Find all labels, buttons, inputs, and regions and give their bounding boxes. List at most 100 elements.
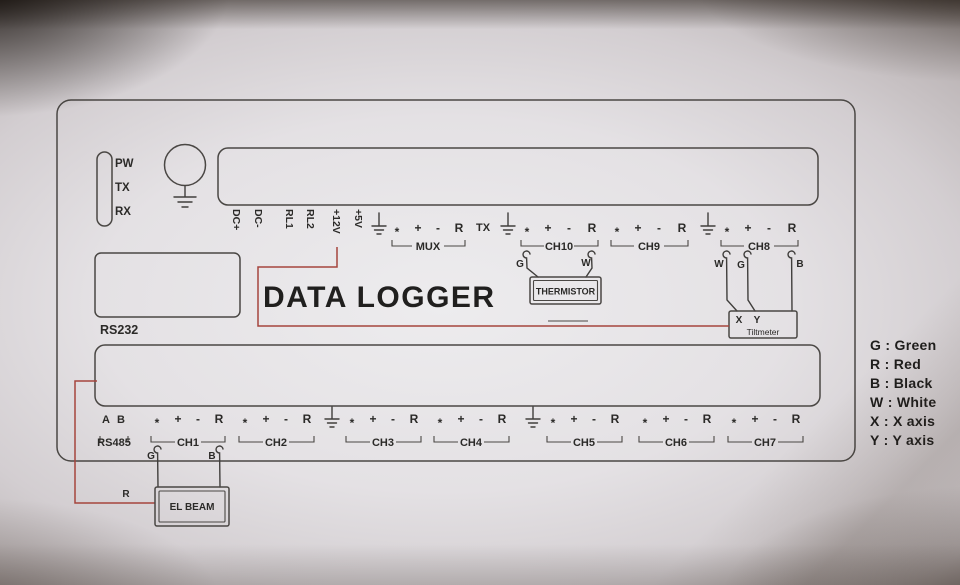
pin-label: - [391,412,395,426]
wire-red-to-el-beam [74,380,155,504]
legend-item-black: B : Black [870,375,933,391]
wire-tag-black: B [796,259,803,270]
group-bracket-ch2 [238,436,315,443]
pin-label: * [395,225,400,239]
el-beam-box-inner [158,490,226,523]
tx-pin-label: TX [476,222,491,234]
power-pin-dc-plus: DC+ [230,209,242,230]
power-pin-12v: +12V [330,209,342,234]
tiltmeter-y-axis-label: Y [754,315,761,326]
pin-label: R [788,221,797,235]
group-bracket-ch4 [433,436,510,443]
group-label-mux: MUX [416,241,441,253]
group-bracket-mux [391,240,466,247]
page-title: DATA LOGGER [263,281,496,314]
pin-label: - [592,412,596,426]
wire-tag-white: W [581,258,591,269]
pin-label: R [611,412,620,426]
pin-label: R [498,412,507,426]
pin-label: R [215,412,224,426]
pin-label: + [369,412,376,426]
wire-tag-green: G [737,260,745,271]
group-bracket-ch1 [150,436,226,443]
power-connector-circle [163,143,207,187]
ground-icon [700,212,716,235]
rs232-label: RS232 [100,323,138,337]
el-beam-label: EL BEAM [170,502,215,513]
pin-label: + [634,221,641,235]
group-label-ch4: CH4 [460,437,483,449]
group-bracket-ch6 [638,436,715,443]
wire-ch8-black [787,250,796,312]
group-label-ch10: CH10 [545,241,573,253]
pin-label: - [767,221,771,235]
power-pin-5v: +5V [352,209,364,228]
pin-label: - [773,412,777,426]
ground-icon [500,212,516,235]
pin-label: + [570,412,577,426]
pin-label: + [174,412,181,426]
ground-icon [371,212,387,235]
group-bracket-ch9 [610,240,689,247]
pin-label: - [657,221,661,235]
group-label-ch6: CH6 [665,437,687,449]
wire-ch10-white [585,250,596,278]
wire-ch8-white [722,250,738,312]
group-label-rs485: RS485 [97,437,131,449]
wire-tag-white: W [714,259,724,270]
pin-label: R [588,221,597,235]
bottom-terminal-strip [94,344,821,407]
group-bracket-ch8 [720,240,799,247]
pin-label-a: A [102,414,110,426]
top-terminal-strip [217,147,819,206]
pin-label: * [643,416,648,430]
wire-ch10-green [522,250,539,278]
tiltmeter-label: Tiltmeter [747,327,780,337]
group-label-ch2: CH2 [265,437,287,449]
group-label-ch7: CH7 [754,437,776,449]
wire-ch1-black [215,445,224,488]
power-pin-dc-minus: DC- [252,209,264,228]
group-bracket-ch5 [546,436,623,443]
pin-label: * [725,225,730,239]
indicator-pw-label: PW [115,158,134,170]
pin-label: + [751,412,758,426]
pin-label: R [303,412,312,426]
el-beam-box [154,486,230,527]
pin-label: * [350,416,355,430]
wire-ch1-green [153,445,162,488]
ground-icon [173,185,197,208]
pin-label: + [544,221,551,235]
pin-label: - [436,221,440,235]
power-pin-rl1: RL1 [283,209,295,229]
thermistor-box-inner [532,279,599,302]
pin-label: R [410,412,419,426]
indicator-rx-label: RX [115,206,131,218]
pin-label: * [155,416,160,430]
pin-label: R [792,412,801,426]
wire-tag-black: B [208,451,215,462]
board-outline [56,99,856,462]
pin-label: * [551,416,556,430]
pin-label: R [678,221,687,235]
wire-red-12v-to-tiltmeter [257,247,729,327]
pin-label: - [196,412,200,426]
tiltmeter-x-axis-label: X [736,315,743,326]
power-pin-rl2: RL2 [304,209,316,229]
pin-label: * [438,416,443,430]
tiltmeter-box [728,310,798,339]
pin-label: + [744,221,751,235]
wire-tag-green: G [147,451,155,462]
pin-label: - [479,412,483,426]
thermistor-box [529,276,602,305]
ground-icon [324,406,340,428]
wire-ch8-green [743,250,756,312]
legend-item-white: W : White [870,394,936,410]
pin-label: + [457,412,464,426]
legend-item-red: R : Red [870,356,921,372]
pin-label: * [615,225,620,239]
wire-tag-red: R [122,489,130,500]
pin-label-b: B [117,414,125,426]
